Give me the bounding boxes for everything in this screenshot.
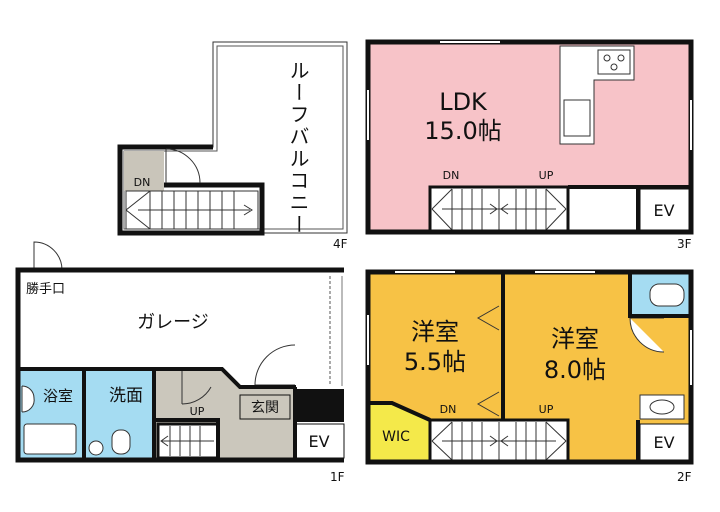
floor-1f: UP EV 勝手口 ガレージ 浴室 洗面 玄関 1F <box>15 241 346 484</box>
room-b-name: 洋室 <box>551 325 599 353</box>
roof-balcony-label: ルーフバルコニー <box>286 60 310 236</box>
sink <box>563 99 591 137</box>
stair-enclosure-4f <box>117 144 265 236</box>
bath-door <box>21 385 35 413</box>
stair-treads-2f <box>431 421 567 461</box>
ev-label-3f: EV <box>653 201 674 220</box>
ldk-size: 15.0帖 <box>424 117 501 145</box>
hall-door-swing <box>181 371 212 405</box>
wic-label: WIC <box>382 429 410 445</box>
washroom-label: 洗面 <box>109 386 143 406</box>
inner-wall-3f <box>568 185 691 232</box>
structure-column-1f <box>296 389 344 422</box>
stove-burners <box>603 54 625 71</box>
stair-up-label-2f: UP <box>539 403 554 416</box>
elevator-1f <box>294 423 345 459</box>
stair-treads-4f <box>125 190 259 230</box>
floor-label-1f: 1F <box>330 470 345 484</box>
walls-1f <box>15 267 344 463</box>
stair-up-label-3f: UP <box>539 169 554 182</box>
ev-label-2f: EV <box>653 433 674 452</box>
closet-zigzag-b <box>476 391 500 417</box>
wic-area <box>370 405 430 460</box>
floor-label-4f: 4F <box>333 237 348 251</box>
stair-dn-label-3f: DN <box>443 169 460 182</box>
inner-walls-2f <box>370 272 691 462</box>
bath-label: 浴室 <box>43 387 73 405</box>
floor-4f: DN ルーフバルコニー 4F <box>117 41 348 251</box>
stair-hall-4f <box>124 151 164 191</box>
basin-bowl-2f <box>649 399 675 415</box>
ev-label-1f: EV <box>308 432 329 451</box>
inner-walls-1f <box>18 367 297 460</box>
walls-3f <box>365 39 694 235</box>
roof-balcony-inner-outline <box>123 45 344 230</box>
toilet-2f <box>649 283 685 307</box>
stair-treads-3f <box>431 188 567 231</box>
ldk-area <box>368 42 691 232</box>
stair-dn-label-2f: DN <box>440 403 457 416</box>
back-door-label: 勝手口 <box>26 282 65 297</box>
stair-treads-1f <box>160 426 214 456</box>
wash-basin <box>88 440 104 456</box>
floor-2f: DN UP EV 洋室 5.5帖 洋室 8.0帖 WIC 2F <box>365 269 694 484</box>
room-a-size: 5.5帖 <box>404 348 466 376</box>
room-b-size: 8.0帖 <box>544 356 606 384</box>
floor-label-3f: 3F <box>677 237 692 251</box>
windows-2f <box>367 271 692 385</box>
bathtub <box>23 423 77 455</box>
stair-up-label-1f: UP <box>190 405 205 418</box>
entrance-label-box <box>239 394 291 420</box>
windows-3f <box>367 41 692 150</box>
toilet <box>111 429 131 455</box>
garage-label: ガレージ <box>137 312 209 333</box>
door-swing-4f <box>165 148 201 184</box>
floor-label-2f: 2F <box>677 470 692 484</box>
floor-3f: DN UP EV LDK 15.0帖 3F <box>365 39 694 251</box>
stair-dn-label-4f: DN <box>134 176 151 189</box>
room-a-name: 洋室 <box>411 318 459 346</box>
entrance-label: 玄関 <box>251 399 279 416</box>
closet-zigzag-a <box>476 305 500 331</box>
ldk-name: LDK <box>439 88 488 116</box>
back-door-swing <box>33 241 63 271</box>
